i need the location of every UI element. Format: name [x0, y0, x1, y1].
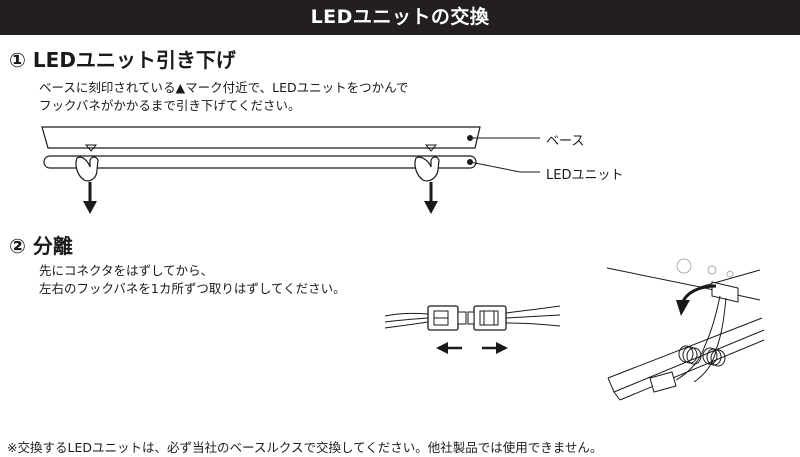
hook-spring-icon — [606, 258, 765, 401]
step1-heading: ① LEDユニット引き下げ — [9, 44, 236, 73]
step2-line-2: 左右のフックバネを1カ所ずつ取りはずしてください。 — [39, 281, 346, 296]
arrow-left-icon — [436, 342, 448, 354]
led-unit-bar — [43, 155, 477, 169]
label-base: ベース — [546, 134, 585, 149]
step2-title: 分離 — [32, 234, 73, 258]
hand-left-icon — [75, 156, 99, 182]
label-led-unit: LEDユニット — [546, 168, 624, 183]
connector-icon — [384, 305, 561, 331]
triangle-mark-right — [424, 144, 438, 152]
base-panel — [41, 126, 481, 149]
page-title: LEDユニットの交換 — [310, 6, 490, 28]
step2-number: ② — [9, 234, 26, 258]
step1-instructions: ベースに刻印されている▲マーク付近で、LEDユニットをつかんで フックバネがかか… — [39, 79, 408, 115]
footnote: ※交換するLEDユニットは、必ず当社のベースルクスで交換してください。他社製品で… — [7, 440, 603, 455]
triangle-mark-left — [84, 144, 98, 152]
arrow-down-left-icon — [83, 201, 97, 214]
curved-arrow-icon — [676, 300, 690, 316]
hand-right-icon — [414, 156, 440, 182]
step2-heading: ② 分離 — [9, 230, 73, 259]
step2-instructions: 先にコネクタをはずしてから、 左右のフックバネを1カ所ずつ取りはずしてください。 — [39, 262, 346, 298]
led-leader-line — [469, 161, 540, 173]
arrow-right-icon — [496, 342, 508, 354]
step1-line-2: フックバネがかかるまで引き下げてください。 — [39, 98, 301, 113]
step1-number: ① — [9, 48, 26, 72]
step1-title: LEDユニット引き下げ — [32, 48, 236, 72]
step1-line-1: ベースに刻印されている▲マーク付近で、LEDユニットをつかんで — [39, 80, 409, 95]
step2-line-1: 先にコネクタをはずしてから、 — [39, 263, 214, 278]
page-header: LEDユニットの交換 — [0, 0, 800, 35]
arrow-down-right-icon — [424, 201, 438, 214]
